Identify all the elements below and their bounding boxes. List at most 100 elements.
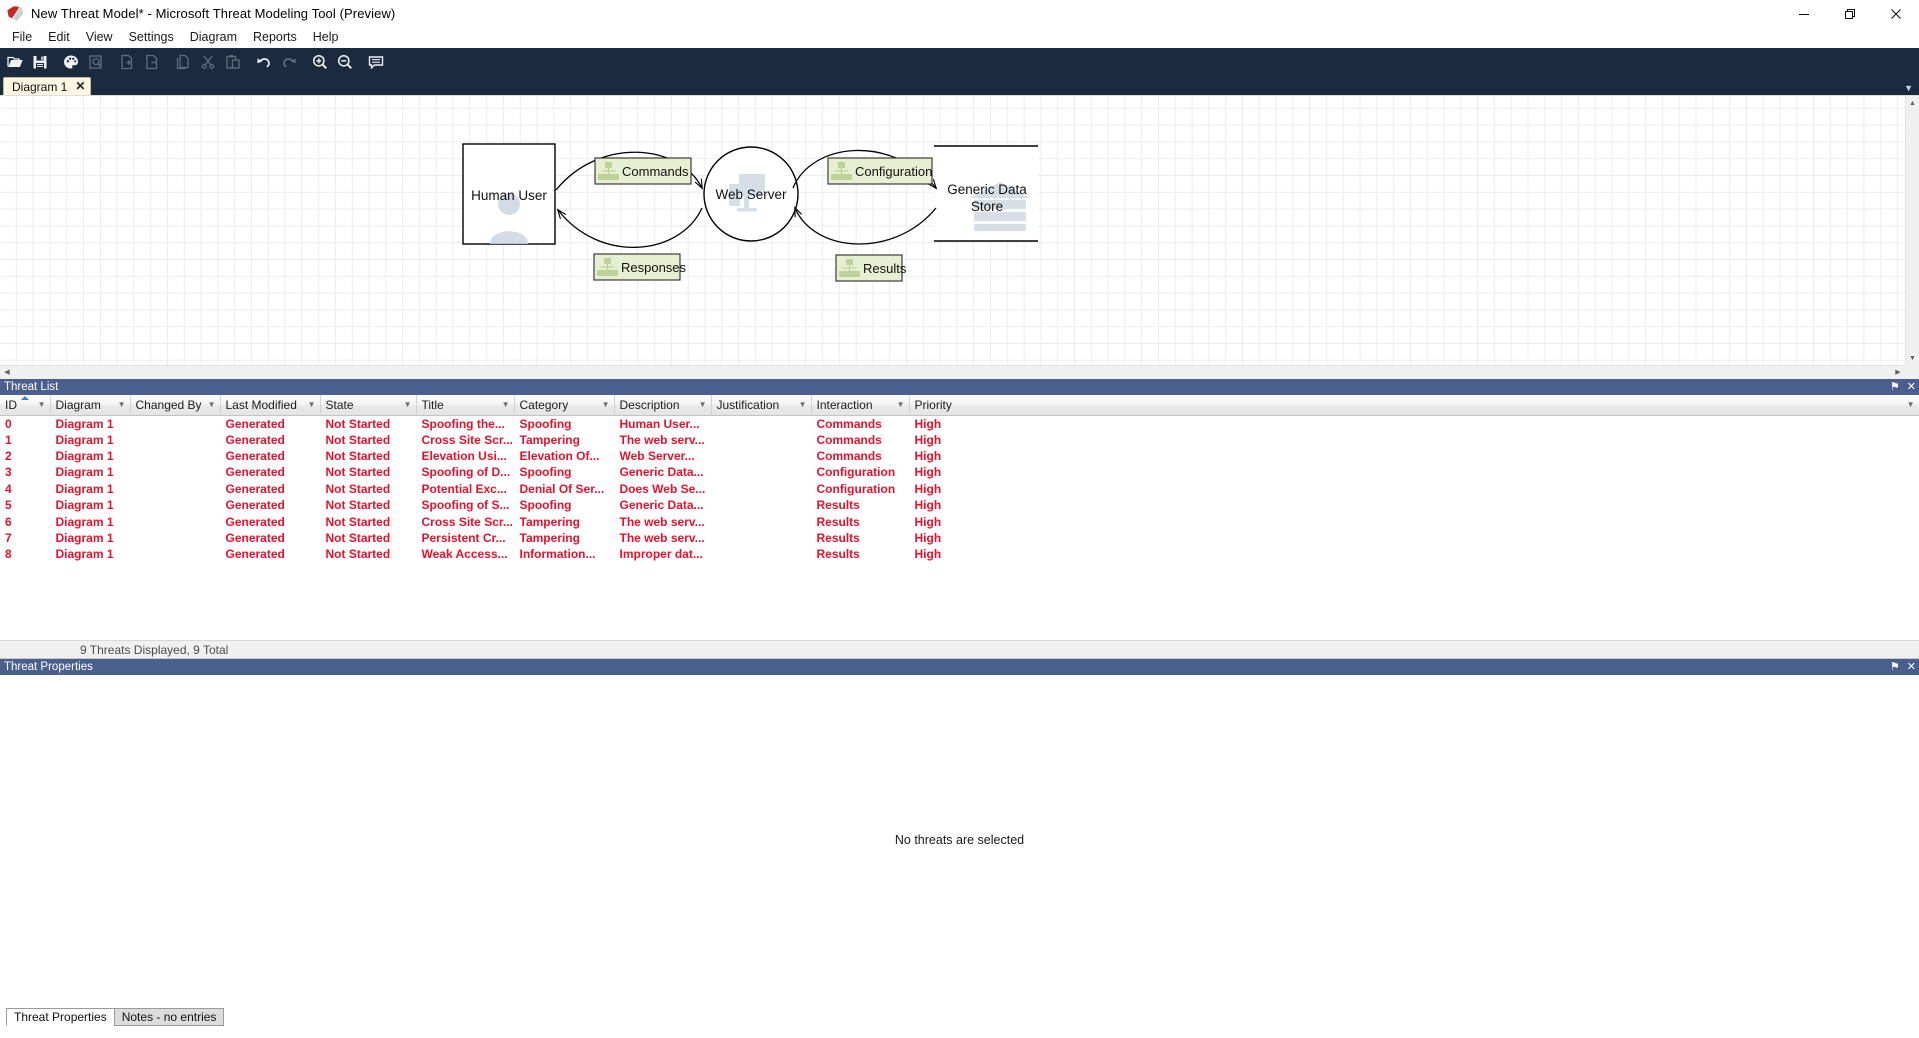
filter-dropdown-icon[interactable]: ▼ xyxy=(307,399,316,409)
redo-icon[interactable] xyxy=(277,50,301,74)
canvas-horizontal-scrollbar[interactable]: ◀ ▶ xyxy=(0,365,1905,379)
cell-justification xyxy=(711,497,811,513)
chevron-down-icon[interactable]: ▼ xyxy=(1904,83,1913,93)
zoom-in-icon[interactable] xyxy=(308,50,332,74)
column-header-priority[interactable]: Priority▼ xyxy=(909,395,1919,416)
filter-dropdown-icon[interactable]: ▼ xyxy=(896,399,905,409)
menu-reports[interactable]: Reports xyxy=(253,29,297,44)
column-label: Interaction xyxy=(816,397,873,412)
pin-icon[interactable]: ⚑ xyxy=(1889,380,1900,393)
diagram-flow-responses-label: Responses xyxy=(621,260,687,275)
undo-icon[interactable] xyxy=(252,50,276,74)
cell-last_modified: Generated xyxy=(225,481,285,496)
scroll-down-icon[interactable]: ▼ xyxy=(1909,354,1916,362)
paste-icon[interactable] xyxy=(221,50,245,74)
close-icon[interactable] xyxy=(1873,0,1919,27)
window-controls xyxy=(1781,0,1919,27)
tab-close-icon[interactable]: ✕ xyxy=(75,79,86,93)
cell-diagram: Diagram 1 xyxy=(55,481,114,496)
cell-category: Spoofing xyxy=(519,498,572,513)
cell-justification xyxy=(711,513,811,529)
column-header-category[interactable]: Category▼ xyxy=(514,395,615,416)
maximize-restore-icon[interactable] xyxy=(1827,0,1873,27)
threat-table-header-row: ID▼ Diagram ▼ Changed By ▼ Last Modified▼ xyxy=(0,395,1919,416)
menu-help[interactable]: Help xyxy=(312,29,339,44)
menu-diagram[interactable]: Diagram xyxy=(189,29,237,44)
threat-grid[interactable]: ID▼ Diagram ▼ Changed By ▼ Last Modified▼ xyxy=(0,395,1919,640)
cell-description: Generic Data... xyxy=(619,498,704,513)
scroll-up-icon[interactable]: ▲ xyxy=(1909,99,1916,107)
threat-properties-title: Threat Properties xyxy=(4,660,93,673)
cell-title: Persistent Cr... xyxy=(421,531,506,546)
filter-dropdown-icon[interactable]: ▼ xyxy=(207,399,216,409)
menu-settings[interactable]: Settings xyxy=(128,29,174,44)
menu-view[interactable]: View xyxy=(85,29,113,44)
cell-justification xyxy=(711,464,811,480)
filter-dropdown-icon[interactable]: ▼ xyxy=(601,399,610,409)
palette-icon[interactable] xyxy=(59,50,83,74)
open-file-icon[interactable] xyxy=(3,50,27,74)
menu-file[interactable]: File xyxy=(12,29,33,44)
scroll-right-icon[interactable]: ▶ xyxy=(1895,369,1901,376)
cell-id: 3 xyxy=(5,465,12,480)
column-header-description[interactable]: Description▼ xyxy=(614,395,712,416)
add-diagram-icon[interactable] xyxy=(115,50,139,74)
zoom-out-icon[interactable] xyxy=(333,50,357,74)
tab-threat-properties[interactable]: Threat Properties xyxy=(6,1008,115,1026)
tab-notes[interactable]: Notes - no entries xyxy=(113,1008,225,1026)
cell-title: Potential Exc... xyxy=(421,481,507,496)
cell-changed_by xyxy=(130,481,220,497)
threat-list-panel: Threat List ⚑ ✕ ID▼ Diagram▼ xyxy=(0,379,1919,659)
column-header-interaction[interactable]: Interaction ▼ xyxy=(811,395,910,416)
close-panel-icon[interactable]: ✕ xyxy=(1906,660,1916,673)
pin-icon[interactable]: ⚑ xyxy=(1889,660,1900,673)
comment-icon[interactable] xyxy=(364,50,388,74)
column-label: Changed By xyxy=(135,397,202,412)
remove-diagram-icon[interactable] xyxy=(140,50,164,74)
tab-diagram-1[interactable]: Diagram 1 ✕ xyxy=(3,77,92,95)
threat-count-label: 9 Threats Displayed, 9 Total xyxy=(80,642,229,657)
filter-dropdown-icon[interactable]: ▼ xyxy=(117,399,126,409)
filter-dropdown-icon[interactable]: ▼ xyxy=(37,399,46,409)
filter-dropdown-icon[interactable]: ▼ xyxy=(698,399,707,409)
save-icon[interactable] xyxy=(28,50,52,74)
minimize-icon[interactable] xyxy=(1781,0,1827,27)
column-header-id[interactable]: ID▼ xyxy=(0,395,51,416)
cell-description: Does Web Se... xyxy=(619,481,706,496)
filter-dropdown-icon[interactable]: ▼ xyxy=(403,399,412,409)
column-header-title[interactable]: Title▼ xyxy=(416,395,515,416)
cell-id: 1 xyxy=(5,432,12,447)
close-panel-icon[interactable]: ✕ xyxy=(1906,380,1916,393)
canvas-vertical-scrollbar[interactable]: ▲ ▼ xyxy=(1905,96,1919,365)
diagram-canvas[interactable]: Human User Web Server xyxy=(0,95,1919,379)
cell-changed_by xyxy=(130,546,220,562)
column-header-last-modified[interactable]: Last Modified▼ xyxy=(220,395,321,416)
column-header-justification[interactable]: Justification▼ xyxy=(711,395,812,416)
cut-icon[interactable] xyxy=(196,50,220,74)
column-label: Diagram xyxy=(55,397,101,412)
preview-report-icon[interactable] xyxy=(84,50,108,74)
cell-category: Denial Of Ser... xyxy=(519,481,605,496)
diagram-flow-configuration-label: Configuration xyxy=(855,164,932,179)
filter-dropdown-icon[interactable]: ▼ xyxy=(501,399,510,409)
filter-dropdown-icon[interactable]: ▼ xyxy=(1906,399,1915,409)
column-header-changed-by[interactable]: Changed By ▼ xyxy=(130,395,221,416)
filter-dropdown-icon[interactable]: ▼ xyxy=(798,399,807,409)
scroll-left-icon[interactable]: ◀ xyxy=(4,369,10,376)
svg-text:Store: Store xyxy=(971,199,1003,214)
cell-category: Information... xyxy=(519,547,596,562)
copy-page-icon[interactable] xyxy=(171,50,195,74)
column-header-diagram[interactable]: Diagram ▼ xyxy=(50,395,131,416)
column-header-state[interactable]: State▼ xyxy=(320,395,417,416)
cell-id: 4 xyxy=(5,481,12,496)
menu-edit[interactable]: Edit xyxy=(48,29,70,44)
